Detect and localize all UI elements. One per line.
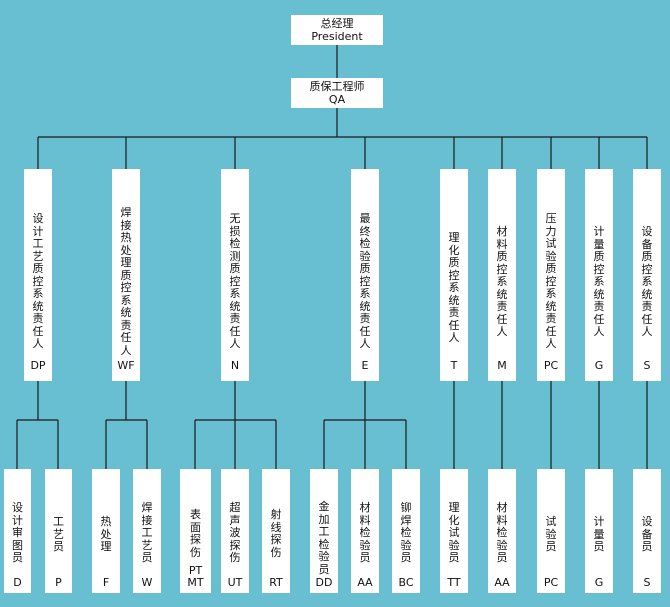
box-president: 总经理 President [291,15,383,45]
staff-rt-text: 射线探伤 [270,508,282,559]
staff-ptmt-code: PT MT [187,564,204,589]
box-staff-ss: 设备员 S [633,469,661,593]
manager-t-code: T [450,359,458,372]
box-staff-w: 焊接工艺员 W [133,469,161,593]
staff-w-text: 焊接工艺员 [141,501,153,564]
box-staff-pcs: 试验员 PC [537,469,565,593]
staff-tt-text: 理化试验员 [448,501,460,564]
box-qa: 质保工程师 QA [291,78,383,108]
manager-pc-code: PC [543,359,559,372]
manager-dp-code: DP [30,359,46,372]
box-staff-bc: 铆焊检验员 BC [392,469,420,593]
staff-rt-code: RT [269,576,283,589]
president-label-en: President [311,30,363,43]
manager-n-code: N [230,359,240,372]
staff-bc-code: BC [398,576,414,589]
manager-wf-code: WF [117,359,135,372]
box-manager-n: 无损检测质控系统责任人 N [221,169,249,381]
manager-e-code: E [361,359,369,372]
manager-wf-text: 焊接热处理质控系统责任人 [120,206,132,357]
staff-pcs-text: 试验员 [545,515,557,553]
box-manager-m: 材料质控系统责任人 M [488,169,516,381]
box-staff-ut: 超声波探伤 UT [221,469,249,593]
box-staff-ptmt: 表面探伤 PT MT [180,469,211,593]
staff-gs-code: G [594,576,604,589]
staff-f-code: F [102,576,110,589]
staff-pcs-code: PC [543,576,559,589]
staff-aa2-code: AA [494,576,510,589]
manager-g-code: G [594,359,604,372]
manager-n-text: 无损检测质控系统责任人 [229,212,241,350]
staff-aa2-text: 材料检验员 [496,501,508,564]
staff-bc-text: 铆焊检验员 [400,501,412,564]
qa-label-en: QA [328,93,346,106]
staff-ss-code: S [643,576,651,589]
box-manager-wf: 焊接热处理质控系统责任人 WF [112,169,140,381]
box-staff-aa1: 材料检验员 AA [351,469,379,593]
staff-dd-code: DD [315,576,333,589]
staff-gs-text: 计量员 [593,515,605,553]
staff-ptmt-text: 表面探伤 [190,508,201,559]
staff-dd-text: 金加工检验员 [318,500,330,576]
staff-d-code: D [13,576,22,589]
qa-label-cn: 质保工程师 [309,80,365,93]
box-manager-t: 理化质控系统责任人 T [440,169,468,381]
box-manager-e: 最终检验质控系统责任人 E [351,169,379,381]
president-label-cn: 总经理 [320,17,354,30]
box-manager-g: 计量质控系统责任人 G [585,169,613,381]
manager-dp-text: 设计工艺质控系统责任人 [32,212,44,350]
manager-s-code: S [643,359,651,372]
box-staff-f: 热处理 F [92,469,120,593]
manager-s-text: 设备质控系统责任人 [641,225,653,338]
staff-f-text: 热处理 [100,515,112,553]
staff-d-text: 设计审图员 [12,501,23,564]
manager-g-text: 计量质控系统责任人 [593,225,605,338]
box-staff-rt: 射线探伤 RT [262,469,290,593]
staff-ss-text: 设备员 [641,515,653,553]
box-manager-dp: 设计工艺质控系统责任人 DP [24,169,52,381]
box-staff-gs: 计量员 G [585,469,613,593]
staff-ut-code: UT [227,576,243,589]
box-staff-d: 设计审图员 D [4,469,31,593]
box-manager-pc: 压力试验质控系统责任人 PC [537,169,565,381]
manager-m-text: 材料质控系统责任人 [496,225,508,338]
staff-w-code: W [141,576,153,589]
box-staff-p: 工艺员 P [45,469,72,593]
box-manager-s: 设备质控系统责任人 S [633,169,661,381]
staff-aa1-code: AA [357,576,373,589]
staff-aa1-text: 材料检验员 [359,501,371,564]
staff-tt-code: TT [447,576,461,589]
staff-p-text: 工艺员 [53,515,64,553]
box-staff-aa2: 材料检验员 AA [488,469,516,593]
manager-pc-text: 压力试验质控系统责任人 [545,212,557,350]
manager-m-code: M [497,359,507,372]
manager-e-text: 最终检验质控系统责任人 [359,212,371,350]
manager-t-text: 理化质控系统责任人 [448,231,460,344]
staff-p-code: P [55,576,62,589]
box-staff-tt: 理化试验员 TT [440,469,468,593]
staff-ut-text: 超声波探伤 [229,501,241,564]
box-staff-dd: 金加工检验员 DD [310,469,338,593]
